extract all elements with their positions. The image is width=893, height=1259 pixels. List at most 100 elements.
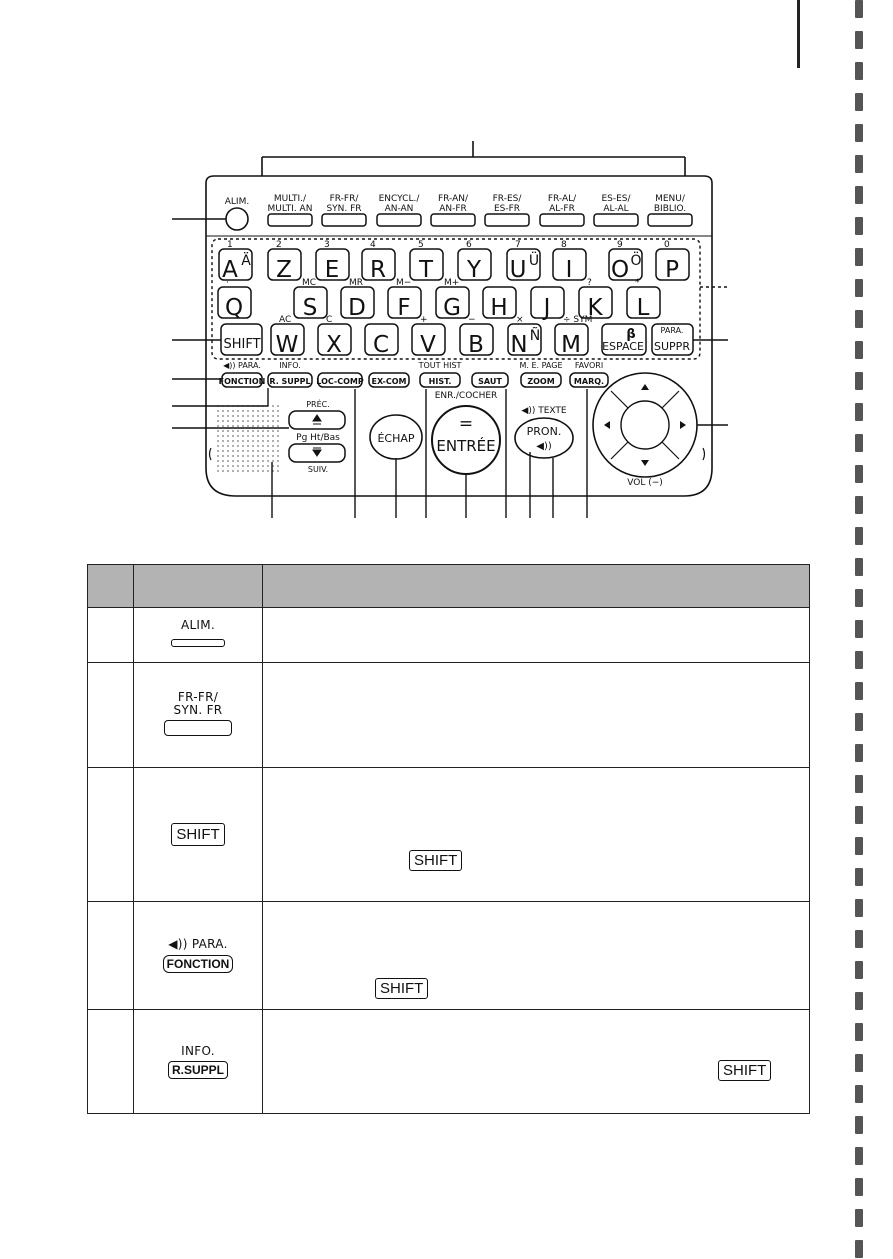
vol-down-label: VOL (−) (627, 478, 663, 488)
cut-line-dash (855, 217, 863, 235)
row3-sup: C (326, 315, 332, 325)
func-key-label: ZOOM (527, 377, 554, 386)
top-key-button (484, 213, 530, 227)
entree-equals: = (459, 414, 473, 434)
cut-line-dash (855, 0, 863, 18)
top-key-label-2: AL-AL (603, 204, 628, 214)
row3-letter: X (326, 332, 342, 358)
cut-line-dash (855, 93, 863, 111)
row2-key (482, 286, 517, 319)
letter-zone-outline (211, 238, 701, 360)
header-cell-number (87, 564, 134, 608)
cut-line-dash (855, 930, 863, 948)
arrow-down-icon (312, 447, 322, 457)
cut-line-dash (855, 682, 863, 700)
row1-letter: A (222, 257, 238, 283)
table-row: ALIM. (87, 607, 810, 663)
echap-label: ÉCHAP (377, 432, 414, 445)
func-key (221, 372, 263, 388)
row3-letter: V (420, 332, 436, 358)
dpad-right-icon (680, 421, 686, 429)
func-key-above: INFO. (279, 361, 300, 370)
func-key (317, 372, 363, 388)
header-cell-key (133, 564, 263, 608)
row1-key (409, 248, 444, 281)
arrow-up-icon (312, 414, 322, 425)
top-key-label-1: FR-ES/ (493, 194, 523, 204)
dpad-left-icon (604, 421, 610, 429)
row2-letter: S (303, 295, 318, 321)
suiv-label: SUIV. (308, 465, 328, 474)
cut-line-dash (855, 868, 863, 886)
espace-top: β (626, 327, 635, 342)
row3-sup: − (468, 315, 476, 325)
frfr-key-icon (164, 719, 232, 736)
func-key (471, 372, 509, 388)
top-key-label-1: ES-ES/ (601, 194, 631, 204)
row3-key (554, 323, 589, 356)
row3-sup: × (516, 315, 524, 325)
row3-key (411, 323, 446, 356)
row3-letter: N (510, 332, 527, 358)
func-key-above: ◀)) PARA. (223, 361, 261, 370)
inline-shift-key-icon: SHIFT (375, 978, 429, 999)
row1-letter: E (325, 257, 340, 283)
row2-letter: F (397, 295, 410, 321)
cut-line-dash (855, 1147, 863, 1165)
dpad-down-icon (641, 460, 649, 466)
top-key-label-2: MULTI. AN (268, 204, 313, 214)
suppr-label: SUPPR (654, 340, 690, 353)
row3-key (459, 323, 494, 356)
func-key-above: TOUT HIST (418, 361, 462, 370)
row2-sup: * (635, 278, 640, 288)
row1-sup: 0 (664, 240, 670, 250)
suppr-above: PARA. (661, 326, 684, 335)
alim-button (225, 207, 249, 231)
dpad-divider (610, 441, 629, 460)
key-caption-synfr: SYN. FR (173, 702, 223, 717)
dpad-up-icon (641, 384, 649, 390)
top-key-button (539, 213, 585, 227)
right-notch (702, 447, 706, 461)
row1-key (655, 248, 690, 281)
row3-alt: Ñ (530, 327, 540, 344)
func-key-label: LOC-COMP (316, 377, 364, 386)
table-row: FR-FR/ SYN. FR (87, 662, 810, 768)
cut-line-dash (855, 558, 863, 576)
cut-line-dash (855, 744, 863, 762)
func-key-above: M. E. PAGE (519, 361, 562, 370)
table-row: SHIFT SHIFT (87, 767, 810, 902)
shift-key-icon: SHIFT (171, 823, 225, 846)
cut-line-dash (855, 1023, 863, 1041)
row1-letter: Y (466, 257, 482, 283)
func-key (520, 372, 562, 388)
row1-sup: 1 (227, 240, 233, 250)
dpad-divider (610, 390, 629, 409)
row1-alt: Ä (241, 251, 251, 269)
header-cell-description (262, 564, 810, 608)
row1-sup: 9 (617, 240, 623, 250)
row3-key (364, 323, 399, 356)
cut-line-dash (855, 651, 863, 669)
cut-line-dash (855, 620, 863, 638)
row3-key (317, 323, 352, 356)
cut-line-dash (855, 589, 863, 607)
row1-letter: O (611, 257, 629, 283)
row1-key (457, 248, 492, 281)
cut-line-dash (855, 310, 863, 328)
table-row: INFO. R.SUPPL SHIFT (87, 1009, 810, 1114)
row1-sup: 2 (276, 240, 282, 250)
row1-key (361, 248, 396, 281)
row2-sup: MC (302, 278, 316, 288)
top-key-label-2: SYN. FR (326, 204, 361, 214)
fonction-key-icon: FONCTION (162, 955, 234, 973)
top-key-button (267, 213, 313, 227)
cut-line-dash (855, 1116, 863, 1134)
cut-line-dash (855, 1085, 863, 1103)
row2-letter: H (490, 295, 507, 321)
row1-sup: 8 (561, 240, 567, 250)
func-key-label: HIST. (429, 377, 452, 386)
func-key (368, 372, 410, 388)
row1-alt: Ü (529, 251, 539, 269)
row2-key (387, 286, 422, 319)
